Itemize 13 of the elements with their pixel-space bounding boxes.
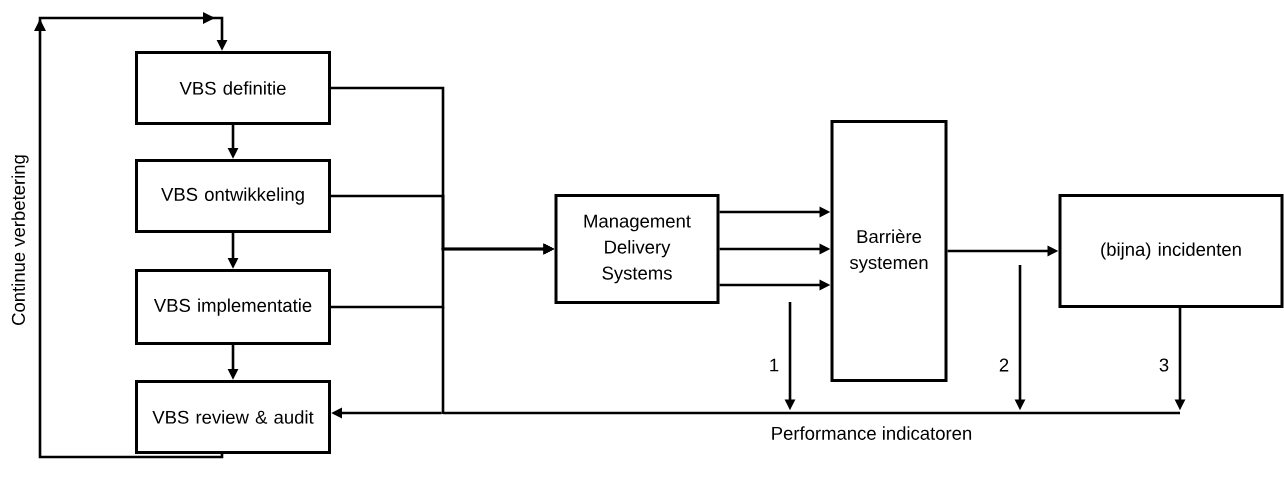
process-box: VBS ontwikkeling <box>135 159 331 233</box>
edge-label: 2 <box>999 358 1009 372</box>
edge-label: Continue verbetering <box>10 153 30 327</box>
process-box: Management Delivery Systems <box>554 194 720 304</box>
edge-label: 3 <box>1159 358 1169 372</box>
arrow <box>34 12 228 459</box>
process-box: VBS implementatie <box>135 269 331 345</box>
process-box: (bijna) incidenten <box>1058 194 1284 308</box>
line-label: Performance indicatoren <box>772 426 972 440</box>
edge-label: 1 <box>770 358 779 372</box>
process-box: VBS definitie <box>135 51 331 125</box>
process-box: Barrière systemen <box>830 120 948 382</box>
process-box: VBS review & audit <box>135 380 331 454</box>
